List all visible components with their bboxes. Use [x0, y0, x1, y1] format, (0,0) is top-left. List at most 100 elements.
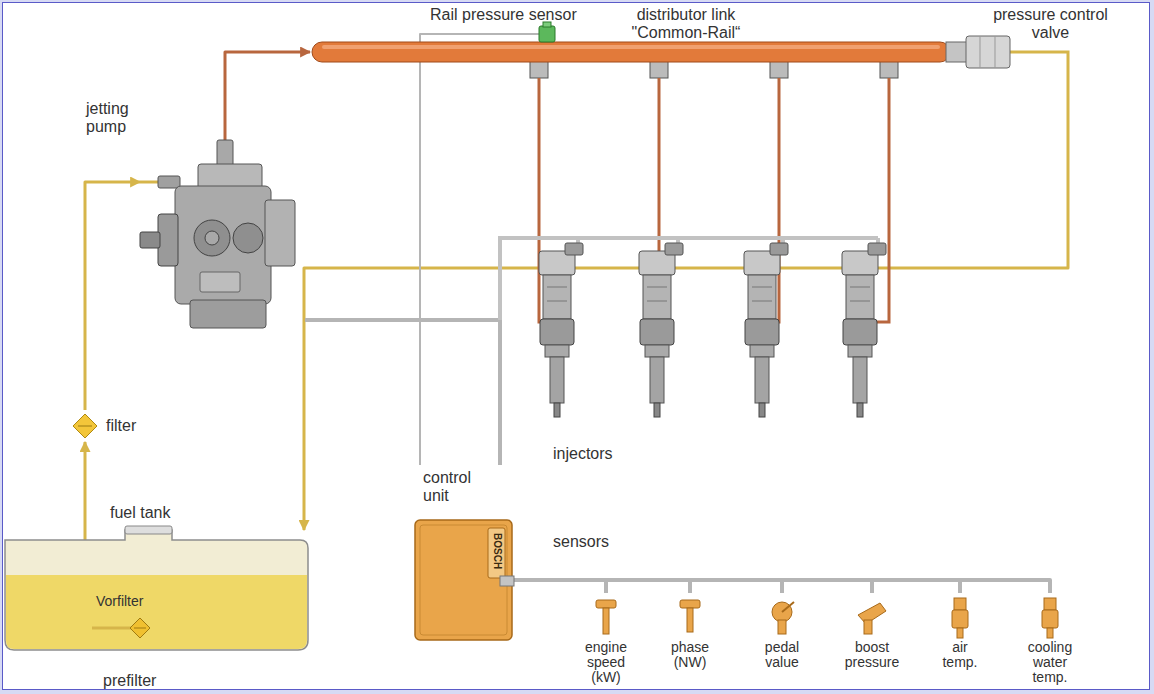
drawing-part — [73, 414, 97, 438]
control-unit-box — [415, 520, 514, 640]
node-label: pressure control valve — [983, 6, 1118, 42]
sensor-node: engine speed (kW) — [564, 593, 648, 689]
pressure-valve — [946, 36, 1068, 76]
common-rail — [312, 22, 950, 78]
drawing-part — [322, 45, 940, 49]
drawing-part — [312, 42, 950, 62]
drawing-part — [265, 200, 295, 266]
node-label: Rail pressure sensor — [430, 6, 606, 24]
drawing-part — [952, 610, 968, 628]
part-label: sensors — [553, 533, 643, 551]
injector-lines — [539, 78, 889, 322]
sensor-icons — [596, 598, 1058, 638]
drawing-part — [1010, 52, 1068, 76]
drawing-part — [200, 272, 240, 292]
drawing-part — [596, 600, 616, 608]
fuel-line — [85, 182, 140, 410]
node-label: fuel tank — [110, 504, 200, 522]
sensor-node: air temp. — [918, 593, 1002, 689]
drawing-part — [539, 26, 555, 42]
drawing-part — [500, 576, 514, 586]
drawing-part — [175, 186, 271, 304]
sensor-node: phase (NW) — [648, 593, 732, 689]
drawing-part — [842, 243, 886, 417]
drawing-part — [205, 231, 219, 245]
fuel-line — [304, 76, 1068, 530]
drawing-part — [957, 628, 963, 638]
node-label: jetting pump — [86, 100, 146, 136]
drawing-part — [603, 608, 609, 634]
valve-node: pressure control valve — [950, 4, 1150, 76]
node-label: filter — [106, 417, 156, 435]
node-label: control unit — [423, 469, 493, 505]
node-label: distributor link "Common-Rail“ — [610, 6, 762, 42]
drawing-part — [190, 300, 266, 328]
filter-symbol — [73, 414, 97, 438]
drawing-part — [872, 78, 889, 322]
drawing-part — [1044, 598, 1056, 610]
sensor-node: cooling water temp. — [1008, 593, 1092, 689]
node-label: engine speed (kW) — [576, 640, 636, 685]
filter-node: filter — [70, 410, 160, 442]
part-label: injectors — [553, 445, 643, 463]
drawing-part — [946, 42, 968, 62]
drawing-part — [140, 181, 160, 184]
drawing-part — [995, 36, 996, 68]
drawing-part — [782, 602, 794, 612]
prefilter-node: Vorfilter — [92, 592, 182, 640]
sensor-node: boost pressure — [830, 593, 914, 689]
drawing-part — [130, 618, 150, 638]
node-label: Vorfilter — [96, 594, 176, 609]
drawing-part — [415, 520, 512, 640]
node-label: boost pressure — [840, 640, 904, 670]
control-unit-node: control unitBOSCH — [405, 465, 512, 640]
node-label: air temp. — [938, 640, 982, 670]
drawing-part — [778, 620, 786, 634]
drawing-part — [224, 96, 227, 145]
tank-node: fuel tankVorfilter — [5, 530, 308, 650]
drawing-part — [125, 526, 172, 534]
node-label: cooling water temp. — [1020, 640, 1080, 685]
sensor-node: pedal value — [740, 593, 824, 689]
drawing-part — [744, 243, 788, 417]
drawing-part — [140, 232, 160, 248]
injectors — [539, 243, 886, 417]
drawing-part — [6, 575, 307, 649]
drawing-part — [1042, 610, 1058, 628]
node-label: pedal value — [755, 640, 809, 670]
drawing-part — [980, 36, 981, 68]
drawing-part — [966, 36, 1010, 68]
drawing-part — [639, 243, 683, 417]
drawing-part — [158, 214, 178, 266]
drawing-part — [420, 525, 507, 635]
drawing-part — [539, 243, 583, 417]
drawing-part — [954, 598, 966, 610]
drawing-part — [680, 600, 700, 608]
signal-cable — [305, 320, 500, 465]
drawing-part — [687, 608, 693, 632]
pump-node: jetting pump — [140, 96, 305, 336]
drawing-part — [426, 33, 539, 35]
drawing-part — [488, 528, 505, 578]
rail-node: distributor link "Common-Rail“ — [310, 4, 950, 66]
drawing-part — [78, 426, 92, 427]
drawing-part — [194, 220, 230, 256]
drawing-part — [5, 530, 308, 650]
pump-symbol — [140, 96, 295, 328]
signal-cable — [512, 580, 1050, 593]
node-label: phase (NW) — [660, 640, 720, 670]
node-text: BOSCH — [492, 533, 503, 569]
drawing-part — [233, 223, 263, 253]
drawing-part — [864, 620, 872, 634]
rail-sensor-node: Rail pressure sensor — [426, 4, 608, 46]
drawing-part — [158, 176, 180, 188]
signal-cable — [420, 34, 426, 465]
drawing-part — [1047, 628, 1053, 638]
drawing-part — [134, 628, 146, 629]
drawing-part — [92, 627, 131, 630]
fuel-tank — [5, 526, 308, 650]
part-label: prefilter — [103, 672, 193, 690]
fuel-line — [225, 52, 310, 96]
